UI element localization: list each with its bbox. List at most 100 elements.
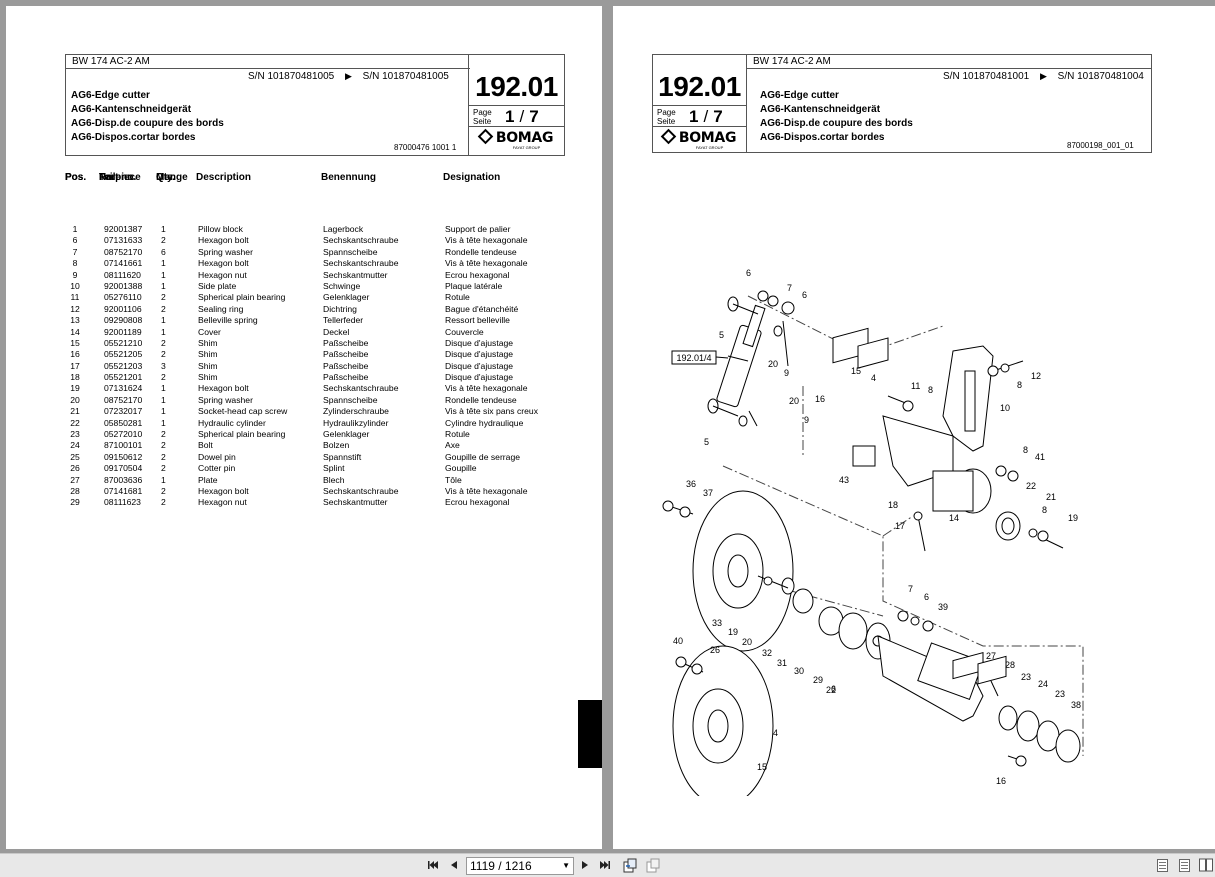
designation-cell: Vis à tête hexagonale [445, 383, 528, 394]
pos-cell: 25 [70, 451, 80, 462]
quantity-cell: 2 [161, 440, 166, 451]
benennung-cell: Sechskantschraube [323, 485, 399, 496]
designation-cell: Ecrou hexagonal [445, 497, 510, 508]
pos-cell: 19 [70, 383, 80, 394]
callout-label: 4 [773, 728, 778, 738]
designation-cell: Vis à tête hexagonale [445, 485, 528, 496]
description-cell: Hexagon bolt [198, 383, 249, 394]
description-cell: Socket-head cap screw [198, 406, 288, 417]
part-number-cell: 05521203 [104, 360, 143, 371]
header-box: BW 174 AC-2 AM S/N 101870481005 ▶ S/N 10… [65, 54, 565, 156]
designation-cell: Rotule [445, 429, 470, 440]
designation-cell: Disque d'ajustage [445, 360, 514, 371]
pos-cell: 23 [70, 429, 80, 440]
pos-cell: 26 [70, 463, 80, 474]
quantity-cell: 1 [161, 406, 166, 417]
callout-label: 9 [784, 368, 789, 378]
last-page-icon[interactable] [598, 858, 612, 874]
pos-cell: 9 [72, 269, 78, 280]
description-cell: Shim [198, 360, 218, 371]
bomag-diamond-icon [660, 128, 677, 145]
callout-label: 19 [1068, 513, 1078, 523]
quantity-cell: 6 [161, 246, 166, 257]
left-document-page: BW 174 AC-2 AM S/N 101870481005 ▶ S/N 10… [6, 6, 602, 849]
designation-cell: Rondelle tendeuse [445, 246, 517, 257]
section-number: 192.01 [475, 71, 558, 102]
model-name: BW 174 AC-2 AM [747, 55, 1151, 69]
quantity-cell: 1 [161, 269, 166, 280]
serial-range: S/N 101870481005 ▶ S/N 101870481005 [248, 71, 449, 82]
quantity-cell: 2 [161, 429, 166, 440]
callout-label: 20 [742, 637, 752, 647]
description-cell: Shim [198, 337, 218, 348]
designation-cell: Cylindre hydraulique [445, 417, 524, 428]
next-page-icon[interactable] [579, 858, 591, 874]
section-number: 192.01 [658, 71, 741, 102]
callout-label: 15 [757, 762, 767, 772]
part-number-cell: 08752170 [104, 246, 143, 257]
callout-label: 6 [746, 268, 751, 278]
benennung-cell: Zylinderschraube [323, 406, 389, 417]
callout-label: 22 [826, 685, 836, 695]
pos-cell: 12 [70, 303, 80, 314]
callout-label: 16 [815, 394, 825, 404]
benennung-cell: Dichtring [323, 303, 357, 314]
forward-view-icon[interactable] [645, 858, 661, 874]
designation-cell: Rotule [445, 292, 470, 303]
benennung-cell: Gelenklager [323, 292, 370, 303]
part-number-cell: 07131624 [104, 383, 143, 394]
part-number-cell: 08111623 [104, 497, 141, 508]
callout-label: 7 [908, 584, 913, 594]
quantity-cell: 1 [161, 280, 166, 291]
quantity-cell: 2 [161, 235, 166, 246]
designation-cell: Bague d'étanchéité [445, 303, 519, 314]
part-number-cell: 09150612 [104, 451, 143, 462]
part-number-cell: 05521205 [104, 349, 143, 360]
quantity-cell: 1 [161, 258, 166, 269]
designation-cell: Goupille de serrage [445, 451, 521, 462]
description-cell: Hexagon bolt [198, 485, 249, 496]
pos-cell: 27 [70, 474, 80, 485]
chevron-down-icon[interactable]: ▼ [562, 861, 570, 870]
description-cell: Sealing ring [198, 303, 244, 314]
section-titles: AG6-Edge cutter AG6-Kantenschneidgerät A… [71, 90, 224, 143]
callout-label: 20 [789, 396, 799, 406]
benennung-cell: Sechskantschraube [323, 383, 399, 394]
document-number: 87000198_001_01 [1067, 141, 1134, 150]
callout-label: 27 [986, 651, 996, 661]
back-view-icon[interactable] [622, 858, 638, 874]
designation-cell: Disque d'ajustage [445, 372, 514, 383]
single-page-view-icon[interactable] [1157, 859, 1168, 872]
first-page-icon[interactable] [426, 858, 440, 874]
upper-disc-shape [692, 490, 794, 652]
benennung-cell: Spannscheibe [323, 246, 378, 257]
pos-cell: 24 [70, 440, 80, 451]
callout-label: 38 [1071, 700, 1081, 710]
description-cell: Shim [198, 372, 218, 383]
pos-cell: 7 [72, 246, 78, 257]
page-number-input[interactable]: 1119 / 1216 ▼ [466, 857, 574, 875]
callout-label: 4 [871, 373, 876, 383]
description-cell: Dowel pin [198, 451, 236, 462]
part-number-cell: 07141681 [104, 485, 143, 496]
benennung-cell: Paßscheibe [323, 360, 369, 371]
benennung-cell: Lagerbock [323, 224, 364, 234]
pos-cell: 18 [70, 372, 80, 383]
continuous-view-icon[interactable] [1179, 859, 1190, 872]
arrow-icon: ▶ [1039, 71, 1047, 81]
quantity-cell: 2 [161, 463, 166, 474]
callout-label: 11 [911, 381, 920, 391]
designation-cell: Vis à tête hexagonale [445, 235, 528, 246]
benennung-cell: Sechskantmutter [323, 497, 388, 508]
benennung-cell: Spannscheibe [323, 394, 378, 405]
arrow-icon: ▶ [344, 71, 352, 81]
callout-label: 33 [712, 618, 722, 628]
section-titles: AG6-Edge cutter AG6-Kantenschneidgerät A… [760, 90, 913, 143]
two-page-view-icon[interactable] [1199, 858, 1213, 874]
benennung-cell: Sechskantschraube [323, 235, 399, 246]
callout-label: 23 [1055, 689, 1065, 699]
prev-page-icon[interactable] [448, 858, 460, 874]
lower-disc-shape [672, 645, 774, 796]
